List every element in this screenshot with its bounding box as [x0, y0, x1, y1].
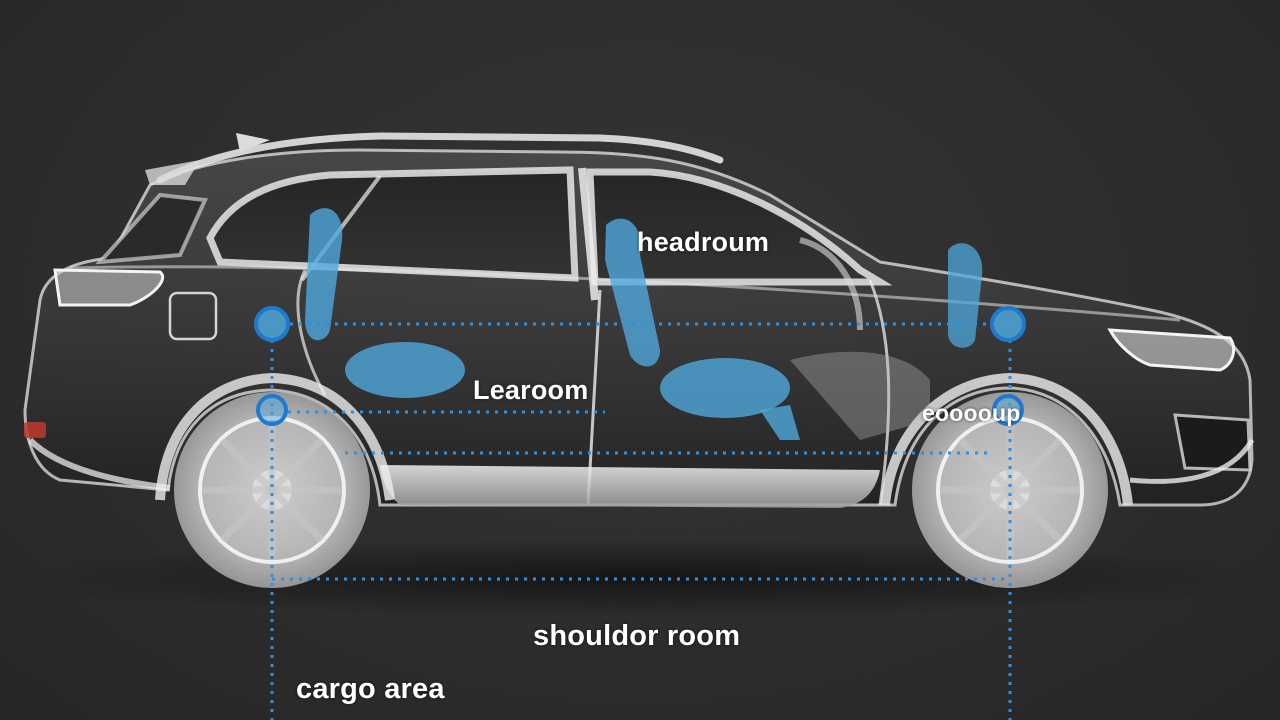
headlight [1107, 328, 1236, 372]
cargo-area-label: cargo area [296, 673, 445, 705]
dashboard [790, 351, 930, 440]
shoulder-room-label: shouldor room [533, 620, 741, 652]
front-upper-marker [990, 306, 1026, 342]
roof-rail [156, 132, 724, 184]
front-grille [1173, 413, 1252, 472]
measurement-markers [254, 306, 1026, 426]
steering-wheel [799, 237, 863, 331]
rear-wheel [174, 392, 370, 588]
rear-light [53, 268, 164, 307]
rear-window-frame [206, 166, 579, 282]
rear-lower-marker [256, 394, 288, 426]
rear-bumper-trim [27, 437, 171, 491]
front-wheel [912, 392, 1108, 588]
door-seam-rear [296, 269, 327, 396]
fuel-cap [168, 291, 218, 341]
rear-upper-marker [254, 306, 290, 342]
legroom-label: Learoom [473, 375, 589, 405]
ground-shadow [0, 538, 1280, 618]
wheel-label: eooooup [922, 400, 1021, 426]
rear-seat [305, 208, 465, 398]
front-bumper-trim [1129, 438, 1255, 484]
headroom-label: headroum [637, 227, 770, 257]
rear-spoiler [145, 160, 200, 185]
front-seat [605, 218, 800, 440]
driver-seat [948, 243, 983, 348]
rear-reflector [24, 422, 46, 438]
front-window-frame [586, 168, 893, 286]
front-lower-marker [992, 394, 1024, 426]
roof-spoiler [236, 133, 270, 152]
side-sill [380, 465, 880, 508]
rear-quarter-glass [95, 192, 208, 265]
front-door-edge [868, 279, 891, 506]
